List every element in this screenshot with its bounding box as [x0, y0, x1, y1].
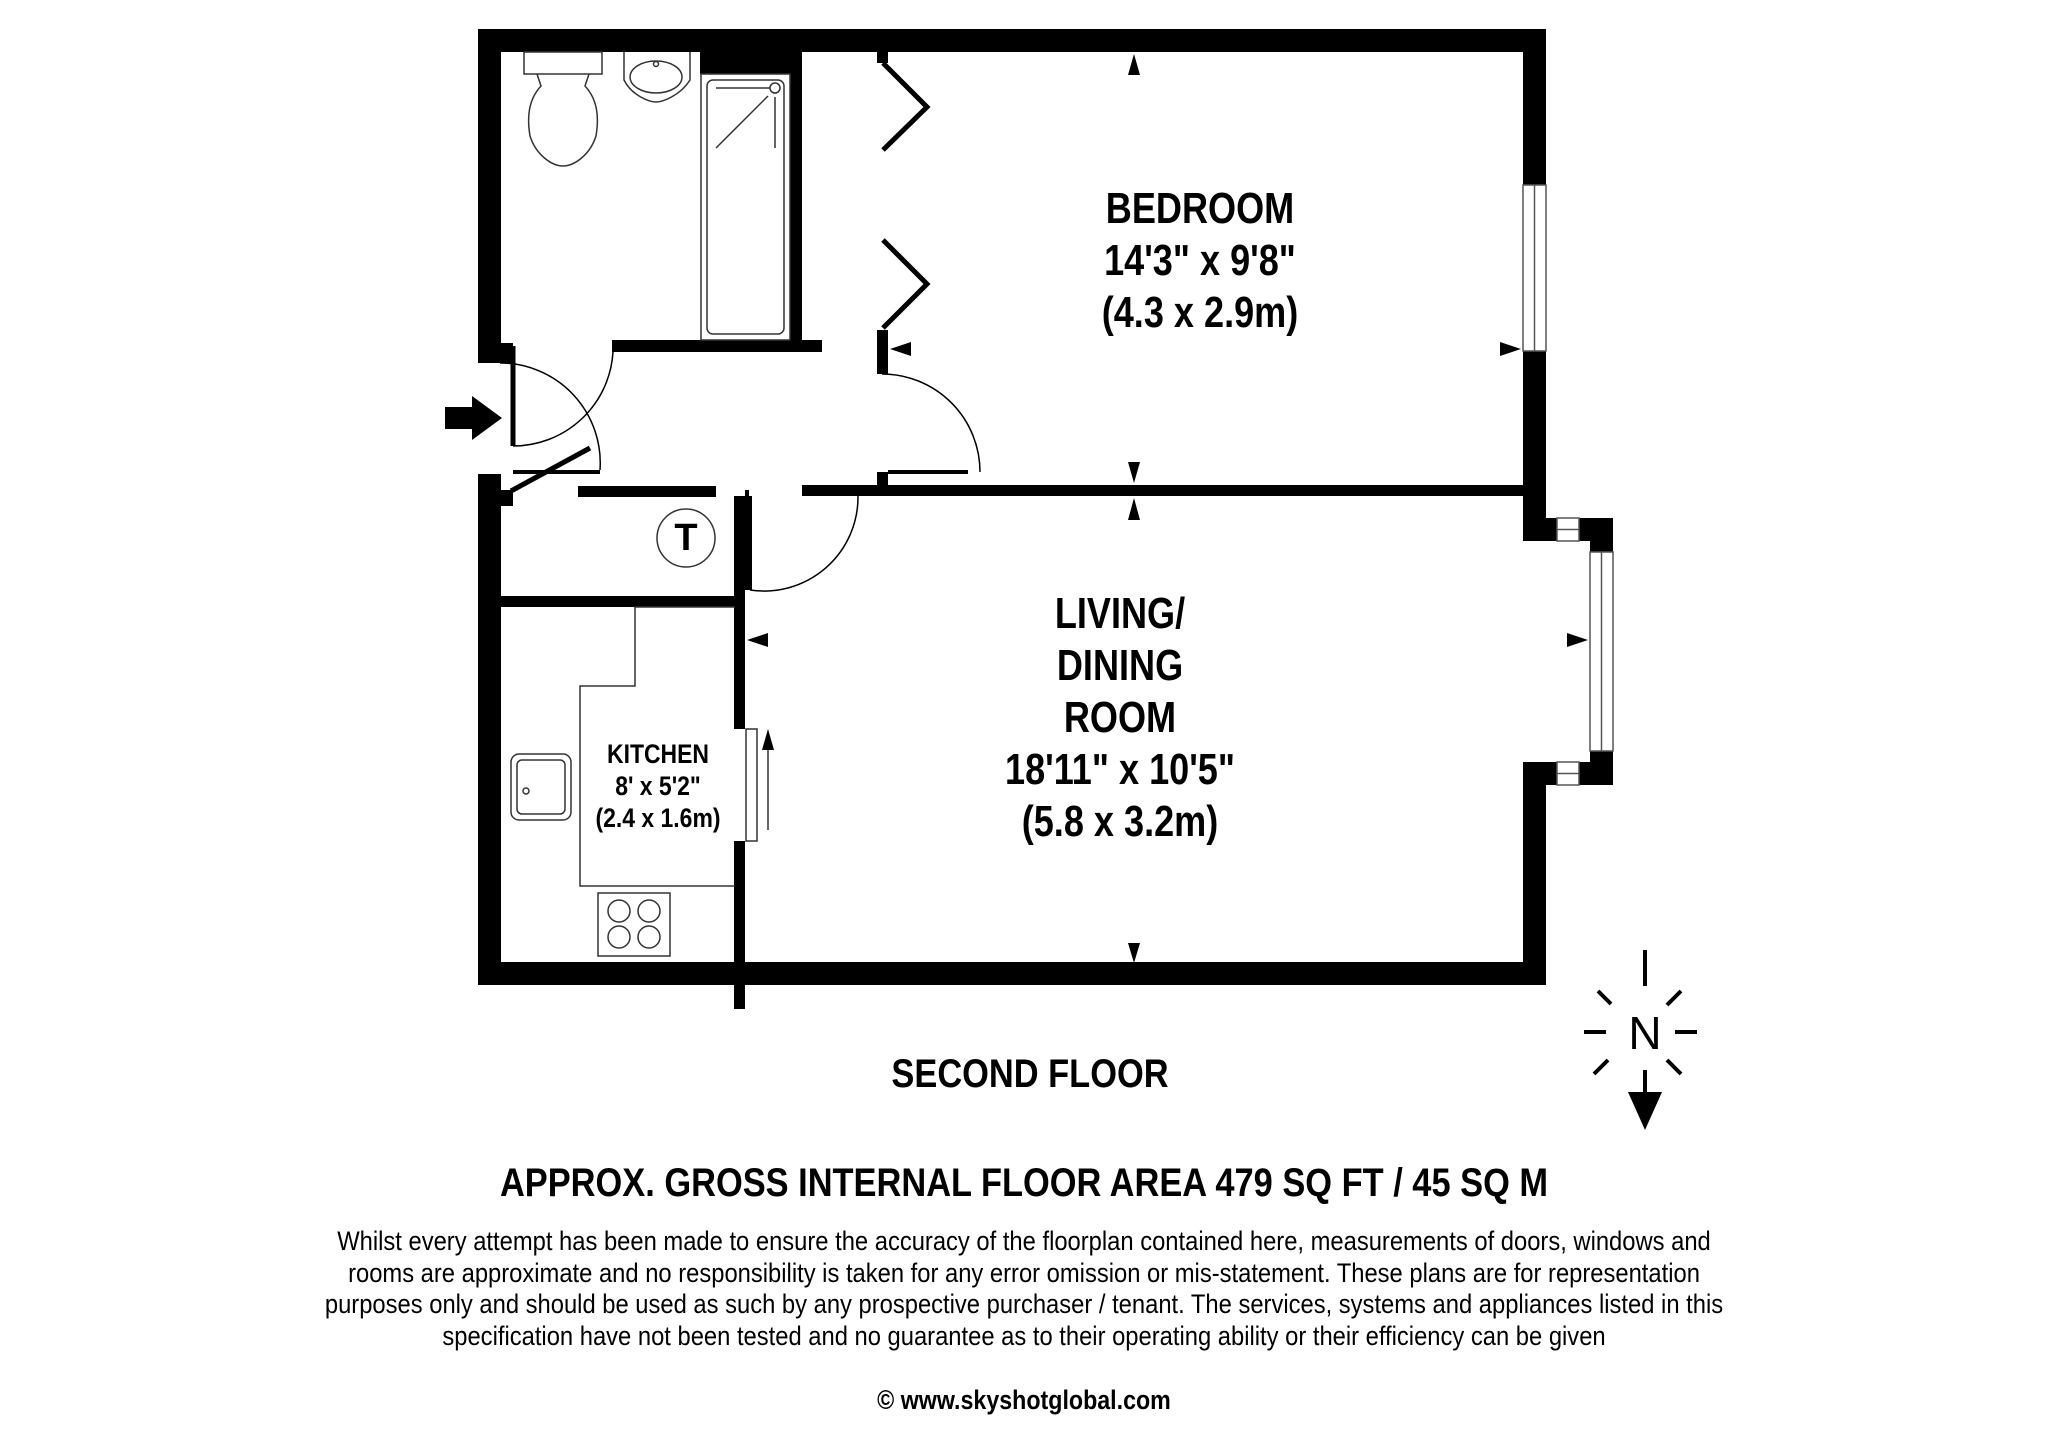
copyright-link[interactable]: © www.skyshotglobal.com: [877, 1385, 1171, 1415]
kitchen-imperial: 8' x 5'2": [615, 771, 701, 801]
basin: [623, 52, 691, 103]
kitchen-metric: (2.4 x 1.6m): [595, 803, 721, 833]
area-statement: APPROX. GROSS INTERNAL FLOOR AREA 479 SQ…: [499, 1161, 1549, 1205]
living-imperial: 18'11" x 10'5": [1005, 745, 1235, 794]
disclaimer-line: purposes only and should be used as such…: [324, 1289, 1724, 1319]
walls: [478, 29, 1613, 1009]
north-arrow-icon: [1584, 950, 1697, 1130]
floor-label: SECOND FLOOR: [891, 1052, 1169, 1096]
fixtures: [510, 51, 791, 957]
bedroom-metric: (4.3 x 2.9m): [1101, 288, 1299, 337]
living-name-line3: ROOM: [1063, 693, 1177, 742]
living-room-label: LIVING/ DINING ROOM 18'11" x 10'5" (5.8 …: [989, 588, 1251, 848]
bedroom-imperial: 14'3" x 9'8": [1104, 236, 1296, 285]
disclaimer-line: specification have not been tested and n…: [442, 1320, 1606, 1351]
wc-bowl: [527, 73, 599, 167]
measurement-markers: [747, 54, 1588, 963]
kitchen-name: KITCHEN: [607, 739, 709, 769]
compass-label: N: [1628, 1007, 1662, 1059]
bedroom-label: BEDROOM 14'3" x 9'8" (4.3 x 2.9m): [1069, 183, 1331, 339]
disclaimer-line: Whilst every attempt has been made to en…: [337, 1226, 1711, 1256]
entrance-arrow-icon: [445, 396, 502, 440]
cupboard-circle: [656, 508, 716, 568]
disclaimer: Whilst every attempt has been made to en…: [123, 1226, 1925, 1352]
disclaimer-line: rooms are approximate and no responsibil…: [348, 1257, 1700, 1288]
living-metric: (5.8 x 3.2m): [1021, 797, 1219, 846]
bedroom-name: BEDROOM: [1105, 184, 1295, 233]
kitchen-label: KITCHEN 8' x 5'2" (2.4 x 1.6m): [590, 738, 726, 834]
doors: [499, 61, 981, 592]
living-name-line2: DINING: [1056, 641, 1184, 690]
cupboard-symbol: T: [674, 517, 698, 559]
wc-cistern: [523, 51, 603, 75]
living-name-line1: LIVING/: [1054, 589, 1186, 638]
windows: [1522, 184, 1614, 786]
